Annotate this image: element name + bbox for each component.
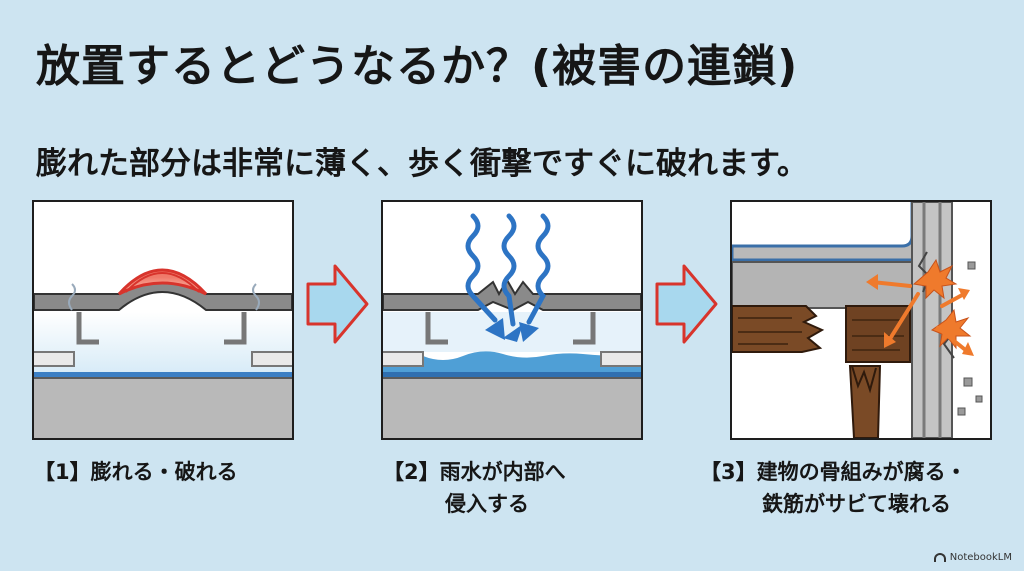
page-title: 放置するとどうなるか？(被害の連鎖) bbox=[36, 41, 799, 92]
brand-label: NotebookLM bbox=[949, 552, 1012, 563]
step-3-caption-line1: 【3】建物の骨組みが腐る・ bbox=[700, 460, 967, 484]
step-2-caption-line1: 【2】雨水が内部へ bbox=[383, 460, 566, 484]
structural-damage-icon bbox=[732, 202, 990, 438]
notebooklm-logo-icon bbox=[933, 553, 946, 562]
step-2-caption: 【2】雨水が内部へ 侵入する bbox=[383, 456, 566, 520]
step-1-panel bbox=[32, 200, 294, 440]
step-3-caption-line2: 鉄筋がサビて壊れる bbox=[762, 492, 951, 516]
page-subtitle: 膨れた部分は非常に薄く、歩く衝撃ですぐに破れます。 bbox=[36, 146, 808, 182]
brand-watermark: NotebookLM bbox=[933, 552, 1012, 563]
right-arrow-icon bbox=[655, 264, 718, 344]
blister-icon bbox=[34, 202, 292, 438]
step-1-caption: 【1】膨れる・破れる bbox=[34, 456, 238, 488]
right-arrow-icon bbox=[306, 264, 369, 344]
rain-infiltration-icon bbox=[383, 202, 641, 438]
step-2-panel bbox=[381, 200, 643, 440]
step-3-panel bbox=[730, 200, 992, 440]
step-1-caption-line1: 【1】膨れる・破れる bbox=[34, 460, 238, 484]
step-3-caption: 【3】建物の骨組みが腐る・ 鉄筋がサビて壊れる bbox=[700, 456, 967, 520]
step-2-caption-line2: 侵入する bbox=[445, 492, 529, 516]
